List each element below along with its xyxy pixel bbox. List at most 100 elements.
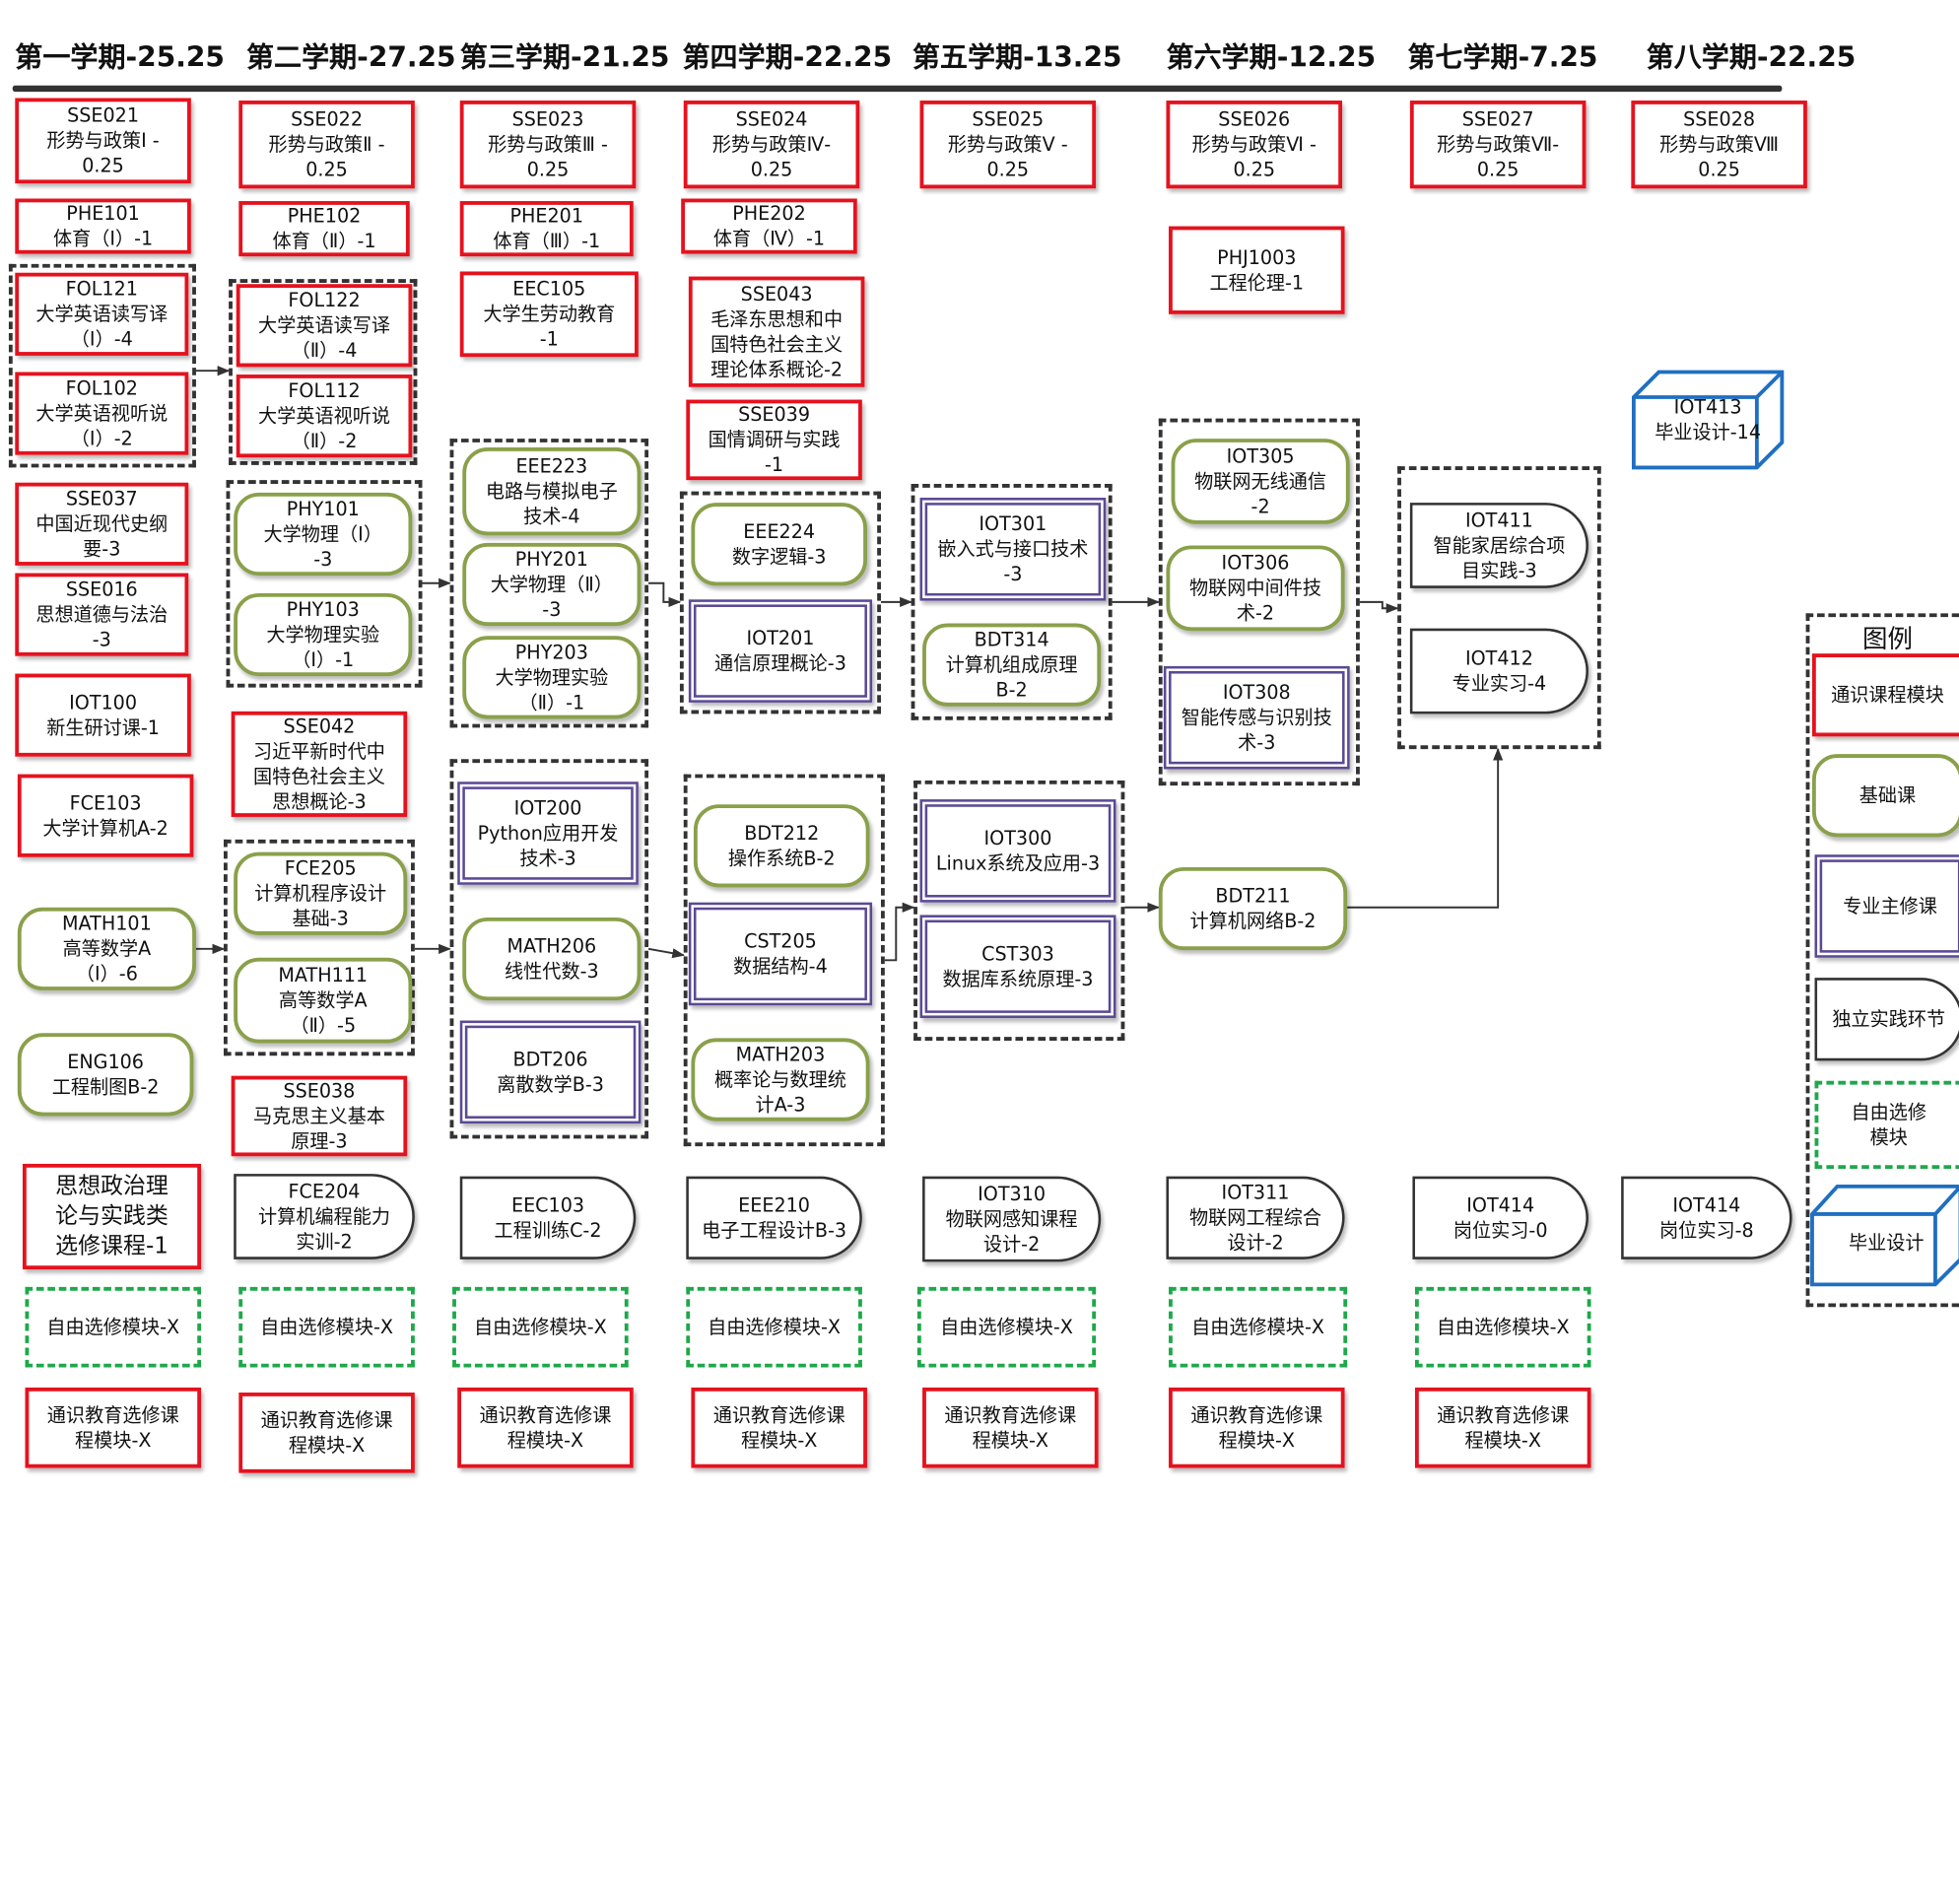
course-iot201[interactable]: IOT201 通信原理概论-3 — [688, 599, 873, 703]
course-eee224[interactable]: EEE224 数字逻辑-3 — [691, 503, 867, 586]
course-bdt206[interactable]: BDT206 离散数学B-3 — [459, 1020, 642, 1124]
course-fce103[interactable]: FCE103 大学计算机A-2 — [17, 774, 194, 857]
arrow-bdt211-to-sem7 — [1347, 747, 1504, 909]
course-fce205[interactable]: FCE205 计算机程序设计 基础-3 — [234, 851, 408, 935]
course-iot306[interactable]: IOT306 物联网中间件技 术-2 — [1166, 545, 1345, 632]
course-fol121[interactable]: FOL121 大学英语读写译 （Ⅰ）-4 — [15, 272, 189, 356]
course-iot414-sem7[interactable]: IOT414 岗位实习-0 — [1412, 1176, 1588, 1259]
free-elective-sem4[interactable]: 自由选修模块-X — [686, 1286, 862, 1368]
free-elective-sem5[interactable]: 自由选修模块-X — [916, 1286, 1097, 1368]
course-sse028[interactable]: SSE028 形势与政策Ⅷ 0.25 — [1631, 101, 1807, 189]
course-fol122[interactable]: FOL122 大学英语读写译 （Ⅱ）-4 — [236, 284, 413, 368]
course-phy203[interactable]: PHY203 大学物理实验 （Ⅱ）-1 — [462, 636, 642, 719]
cube-shape-icon — [1810, 1184, 1959, 1287]
course-math203[interactable]: MATH203 概率论与数理统 计A-3 — [691, 1038, 870, 1122]
free-elective-sem6[interactable]: 自由选修模块-X — [1169, 1286, 1348, 1368]
group-sem7 — [1397, 466, 1601, 750]
semester-2-header: 第二学期-27.25 — [245, 42, 456, 75]
course-iot412[interactable]: IOT412 专业实习-4 — [1409, 628, 1588, 714]
group-sem4-top — [679, 491, 881, 714]
course-iot300[interactable]: IOT300 Linux系统及应用-3 — [919, 799, 1116, 903]
course-eng106[interactable]: ENG106 工程制图B-2 — [17, 1033, 194, 1117]
free-elective-sem2[interactable]: 自由选修模块-X — [238, 1286, 415, 1368]
course-sse038[interactable]: SSE038 马克思主义基本 原理-3 — [231, 1075, 408, 1157]
course-phy101[interactable]: PHY101 大学物理（Ⅰ） -3 — [234, 492, 413, 577]
arrow-sem4-to-sem5-bottom — [884, 902, 915, 962]
general-elective-sem6[interactable]: 通识教育选修课 程模块-X — [1169, 1387, 1345, 1468]
course-math101[interactable]: MATH101 高等数学A （Ⅰ）-6 — [17, 907, 196, 990]
semester-5-header: 第五学期-13.25 — [912, 42, 1122, 75]
legend-thesis: 毕业设计 — [1809, 1184, 1959, 1287]
group-physics-1 — [226, 480, 423, 688]
course-sse023[interactable]: SSE023 形势与政策Ⅲ - 0.25 — [459, 101, 637, 189]
course-bdt314[interactable]: BDT314 计算机组成原理 B-2 — [922, 623, 1102, 707]
course-cst303[interactable]: CST303 数据库系统原理-3 — [919, 915, 1116, 1018]
group-sem5-bottom — [913, 780, 1125, 1041]
course-ideology-elective[interactable]: 思想政治理 论与实践类 选修课程-1 — [22, 1163, 202, 1270]
free-elective-sem3[interactable]: 自由选修模块-X — [452, 1286, 629, 1368]
arrow-sem3-to-sem4-top — [648, 581, 682, 607]
course-math111[interactable]: MATH111 高等数学A （Ⅱ）-5 — [234, 957, 413, 1044]
group-sem6-top — [1158, 418, 1360, 786]
legend-free-elective: 自由选修 模块 — [1814, 1080, 1959, 1170]
course-iot305[interactable]: IOT305 物联网无线通信 -2 — [1171, 439, 1350, 524]
legend-major-course: 专业主修课 — [1814, 854, 1959, 958]
course-eee223[interactable]: EEE223 电路与模拟电子 技术-4 — [462, 447, 642, 536]
group-english-1 — [8, 263, 196, 468]
course-eee210[interactable]: EEE210 电子工程设计B-3 — [686, 1176, 862, 1259]
course-bdt211[interactable]: BDT211 计算机网络B-2 — [1158, 866, 1348, 951]
legend-title: 图例 — [1861, 623, 1914, 654]
course-iot200[interactable]: IOT200 Python应用开发 技术-3 — [457, 782, 639, 885]
course-fol112[interactable]: FOL112 大学英语视听说 （Ⅱ）-2 — [236, 374, 413, 458]
legend-frame — [1805, 613, 1959, 1308]
general-elective-sem7[interactable]: 通识教育选修课 程模块-X — [1414, 1387, 1591, 1468]
general-elective-sem4[interactable]: 通识教育选修课 程模块-X — [691, 1387, 867, 1468]
general-elective-sem1[interactable]: 通识教育选修课 程模块-X — [25, 1387, 202, 1468]
course-iot414-sem8[interactable]: IOT414 岗位实习-8 — [1621, 1176, 1792, 1259]
general-elective-sem3[interactable]: 通识教育选修课 程模块-X — [457, 1387, 634, 1468]
course-iot301[interactable]: IOT301 嵌入式与接口技术 -3 — [919, 498, 1107, 601]
course-sse021[interactable]: SSE021 形势与政策Ⅰ - 0.25 — [15, 98, 191, 184]
course-eec103[interactable]: EEC103 工程训练C-2 — [459, 1176, 637, 1259]
course-iot411[interactable]: IOT411 智能家居综合项 目实践-3 — [1409, 503, 1588, 588]
course-sse025[interactable]: SSE025 形势与政策Ⅴ - 0.25 — [919, 101, 1097, 189]
course-phe202[interactable]: PHE202 体育（Ⅳ）-1 — [681, 198, 857, 254]
group-english-2 — [229, 279, 418, 465]
course-phj1003[interactable]: PHJ1003 工程伦理-1 — [1169, 226, 1345, 314]
course-sse016[interactable]: SSE016 思想道德与法治 -3 — [15, 573, 189, 656]
course-phe102[interactable]: PHE102 体育（Ⅱ）-1 — [238, 201, 410, 257]
general-elective-sem2[interactable]: 通识教育选修课 程模块-X — [238, 1393, 415, 1473]
course-fol102[interactable]: FOL102 大学英语视听说 （Ⅰ）-2 — [15, 372, 189, 455]
free-elective-sem1[interactable]: 自由选修模块-X — [25, 1286, 202, 1368]
course-sse027[interactable]: SSE027 形势与政策Ⅶ- 0.25 — [1409, 101, 1587, 189]
course-sse042[interactable]: SSE042 习近平新时代中 国特色社会主义 思想概论-3 — [231, 711, 408, 817]
course-cst205[interactable]: CST205 数据结构-4 — [688, 902, 873, 1006]
course-iot310[interactable]: IOT310 物联网感知课程 设计-2 — [922, 1176, 1102, 1262]
course-iot308[interactable]: IOT308 智能传感与识别技 术-3 — [1163, 665, 1350, 770]
course-sse024[interactable]: SSE024 形势与政策Ⅳ- 0.25 — [683, 101, 860, 189]
course-bdt212[interactable]: BDT212 操作系统B-2 — [693, 804, 870, 888]
header-divider — [12, 85, 1783, 93]
course-sse026[interactable]: SSE026 形势与政策Ⅵ - 0.25 — [1166, 101, 1343, 189]
course-phy103[interactable]: PHY103 大学物理实验 （Ⅰ）-1 — [234, 592, 413, 677]
semester-7-header: 第七学期-7.25 — [1407, 42, 1598, 75]
course-sse037[interactable]: SSE037 中国近现代史纲 要-3 — [15, 482, 189, 566]
course-sse043[interactable]: SSE043 毛泽东思想和中 国特色社会主义 理论体系概论-2 — [688, 276, 865, 387]
group-sem5-top — [911, 483, 1113, 720]
course-phe101[interactable]: PHE101 体育（Ⅰ）-1 — [15, 198, 191, 254]
cube-shape-icon — [1631, 370, 1785, 470]
course-iot413[interactable]: IOT413 毕业设计-14 — [1631, 369, 1785, 470]
course-sse022[interactable]: SSE022 形势与政策Ⅱ - 0.25 — [238, 101, 415, 189]
course-phe201[interactable]: PHE201 体育（Ⅲ）-1 — [459, 201, 634, 257]
group-sem4-bottom — [683, 774, 885, 1147]
general-elective-sem5[interactable]: 通识教育选修课 程模块-X — [922, 1387, 1099, 1468]
course-iot100[interactable]: IOT100 新生研讨课-1 — [15, 673, 191, 757]
free-elective-sem7[interactable]: 自由选修模块-X — [1414, 1286, 1591, 1368]
course-phy201[interactable]: PHY201 大学物理（Ⅱ） -3 — [462, 542, 642, 627]
course-sse039[interactable]: SSE039 国情调研与实践 -1 — [686, 399, 862, 481]
semester-1-header: 第一学期-25.25 — [15, 42, 225, 75]
course-fce204[interactable]: FCE204 计算机编程能力 实训-2 — [234, 1174, 415, 1259]
course-iot311[interactable]: IOT311 物联网工程综合 设计-2 — [1166, 1176, 1345, 1259]
course-math206[interactable]: MATH206 线性代数-3 — [462, 917, 642, 1001]
course-eec105[interactable]: EEC105 大学生劳动教育 -1 — [459, 271, 639, 358]
